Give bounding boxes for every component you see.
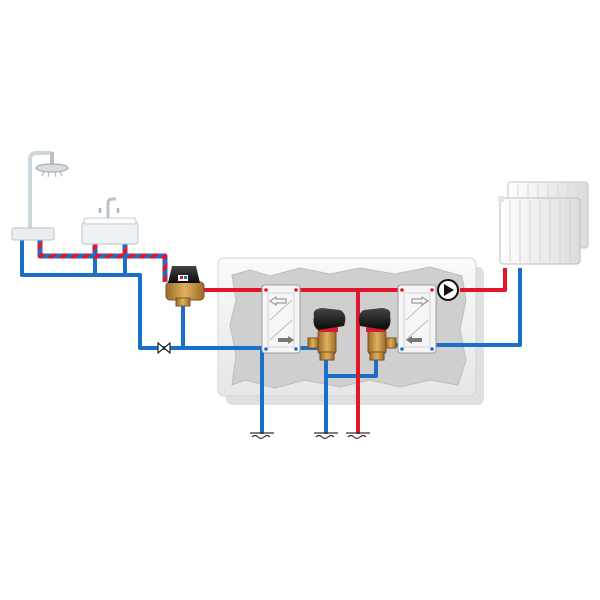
ground-connections — [250, 432, 370, 440]
mixed-supply-pipe — [37, 240, 168, 282]
ground-connection-icon — [346, 432, 370, 440]
ground-connection-icon — [250, 432, 274, 440]
washbasin-icon — [81, 197, 139, 245]
plate-heat-exchanger-icon — [261, 284, 301, 354]
ground-connection-icon — [314, 432, 338, 440]
control-valve-icon — [358, 308, 397, 361]
shutoff-valve-icon — [157, 341, 171, 355]
thermostatic-mixing-valve-icon — [165, 266, 205, 307]
radiator-icon — [498, 181, 589, 265]
control-valve-icon — [307, 308, 346, 361]
shower-head-icon — [11, 151, 69, 241]
hot-water-pipes — [203, 268, 507, 434]
plate-heat-exchanger-icon — [397, 284, 437, 354]
circulation-pump-icon — [437, 279, 459, 301]
